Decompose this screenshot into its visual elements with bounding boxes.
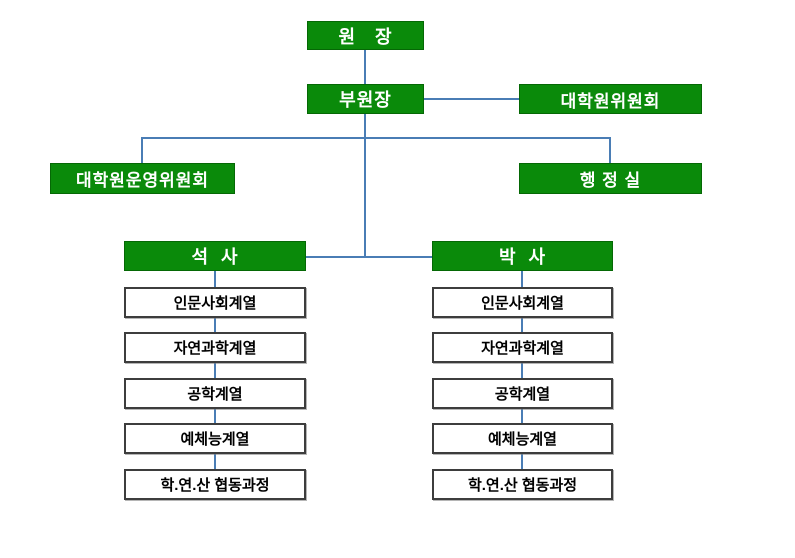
doctoral-dept-arts-physical: 예체능계열 <box>432 423 613 454</box>
connector-doctoral-spine <box>521 271 523 471</box>
doctoral-dept-natural-sciences: 자연과학계열 <box>432 332 613 363</box>
director-box: 원 장 <box>307 21 424 50</box>
masters-dept-humanities: 인문사회계열 <box>124 287 306 318</box>
connector-vice-down-trunk <box>364 114 366 258</box>
doctoral-dept-humanities: 인문사회계열 <box>432 287 613 318</box>
admin-office-box: 행 정 실 <box>519 163 702 194</box>
masters-box: 석 사 <box>124 241 306 271</box>
graduate-committee-box: 대학원위원회 <box>519 84 702 114</box>
connector-masters-spine <box>214 271 216 471</box>
connector-vice-to-graduate-committee <box>424 98 520 100</box>
doctoral-dept-engineering: 공학계열 <box>432 378 613 409</box>
connector-horizontal-rail <box>141 137 611 139</box>
masters-dept-engineering: 공학계열 <box>124 378 306 409</box>
steering-committee-box: 대학원운영위원회 <box>50 163 235 194</box>
connector-drop-steering-committee <box>141 137 143 164</box>
doctoral-dept-cooperation-program: 학.연.산 협동과정 <box>432 469 613 500</box>
masters-dept-cooperation-program: 학.연.산 협동과정 <box>124 469 306 500</box>
masters-dept-natural-sciences: 자연과학계열 <box>124 332 306 363</box>
connector-root-to-vice <box>364 50 366 85</box>
connector-drop-admin-office <box>609 137 611 164</box>
masters-dept-arts-physical: 예체능계열 <box>124 423 306 454</box>
connector-masters-doctoral-rail <box>306 256 433 258</box>
vice-director-box: 부원장 <box>307 84 424 114</box>
doctoral-box: 박 사 <box>432 241 613 271</box>
